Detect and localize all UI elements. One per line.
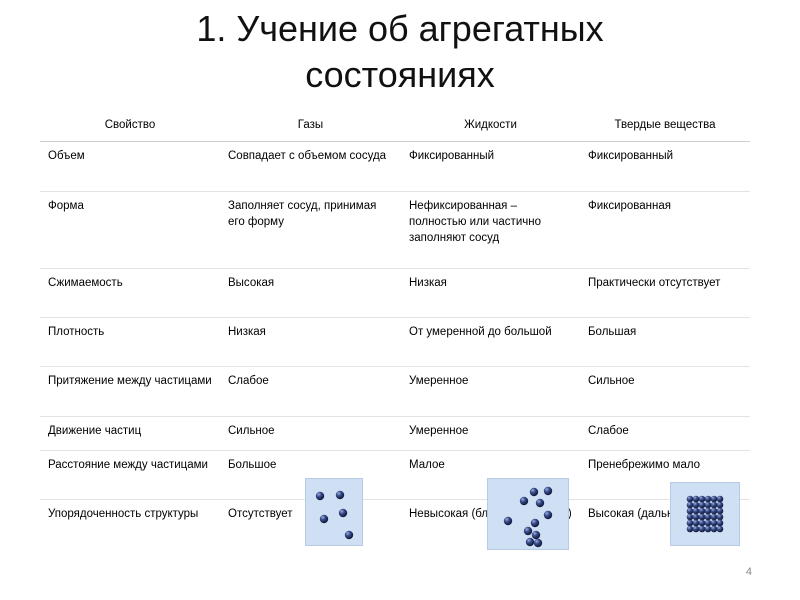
cell-gas: Отсутствует (228, 508, 293, 520)
lattice-particle (710, 513, 718, 521)
lattice-particle (710, 507, 718, 515)
lattice-particle (698, 501, 706, 509)
table-row: Сжимаемость Высокая Низкая Практически о… (40, 268, 750, 318)
cell-solid: Сильное (580, 366, 750, 417)
cell-liquid: Нефиксированная – полностью или частично… (401, 191, 580, 269)
lattice-particle (686, 519, 694, 527)
lattice-particle (692, 513, 700, 521)
lattice-particle (704, 507, 712, 515)
lattice-particle (692, 501, 700, 509)
cell-property: Притяжение между частицами (40, 366, 220, 417)
slide-title-line-2: состояниях (305, 54, 495, 95)
cell-gas: Слабое (220, 366, 401, 417)
cell-solid: Практически отсутствует (580, 268, 750, 318)
lattice-particle (710, 495, 718, 503)
lattice-particle (692, 525, 700, 533)
lattice-particle (686, 513, 694, 521)
lattice-particle (716, 513, 724, 521)
lattice-particle (692, 495, 700, 503)
slide-title: 1. Учение об агрегатных состояниях (0, 6, 800, 98)
header-gases: Газы (220, 109, 401, 142)
cell-solid: Большая (580, 317, 750, 367)
table-row: Упорядоченность структуры Отсутствует Не… (40, 500, 750, 547)
cell-gas: Высокая (220, 268, 401, 318)
cell-property: Объем (40, 141, 220, 192)
page-number: 4 (745, 566, 752, 578)
cell-liquid: От умеренной до большой (401, 317, 580, 367)
cell-property: Упорядоченность структуры (48, 508, 199, 520)
properties-table: Свойство Газы Жидкости Твердые вещества … (40, 109, 750, 546)
cell-property: Сжимаемость (40, 268, 220, 318)
lattice-particle (716, 519, 724, 527)
lattice-particle (704, 513, 712, 521)
lattice-particle (686, 501, 694, 509)
lattice-particle (698, 495, 706, 503)
lattice-particle (710, 519, 718, 527)
cell-liquid: Низкая (401, 268, 580, 318)
cell-solid: Фиксированный (580, 141, 750, 192)
lattice-particle (704, 525, 712, 533)
lattice-particle (692, 519, 700, 527)
gas-particles-icon (315, 490, 354, 540)
lattice-particle (698, 513, 706, 521)
liquid-particles-image (487, 478, 569, 550)
cell-solid: Фиксированная (580, 191, 750, 269)
lattice-particle (686, 495, 694, 503)
cell-property: Движение частиц (40, 416, 220, 451)
cell-gas: Заполняет сосуд, принимая его форму (220, 191, 401, 269)
header-liquids: Жидкости (401, 109, 580, 142)
lattice-particle (686, 507, 694, 515)
lattice-particle (692, 507, 700, 515)
liquid-particles-icon (503, 486, 553, 548)
table-header-row: Свойство Газы Жидкости Твердые вещества (40, 109, 750, 142)
cell-property: Форма (40, 191, 220, 269)
lattice-particle (698, 507, 706, 515)
table-row: Объем Совпадает с объемом сосуда Фиксиро… (40, 141, 750, 192)
lattice-particle (686, 525, 694, 533)
cell-liquid: Умеренное (401, 416, 580, 451)
cell-gas: Низкая (220, 317, 401, 367)
lattice-particle (698, 519, 706, 527)
table-row: Форма Заполняет сосуд, принимая его форм… (40, 191, 750, 269)
header-property: Свойство (40, 109, 220, 142)
cell-gas: Сильное (220, 416, 401, 451)
cell-gas: Совпадает с объемом сосуда (220, 141, 401, 192)
lattice-particle (698, 525, 706, 533)
table-row: Притяжение между частицами Слабое Умерен… (40, 366, 750, 417)
lattice-particle (716, 525, 724, 533)
lattice-particle (704, 519, 712, 527)
solid-particles-image (670, 482, 740, 546)
cell-property: Расстояние между частицами (40, 450, 220, 500)
lattice-particle (716, 507, 724, 515)
gas-particles-image (305, 478, 363, 546)
lattice-particle (704, 501, 712, 509)
solid-particles-icon (686, 495, 724, 533)
header-solids: Твердые вещества (580, 109, 750, 142)
table-row: Движение частиц Сильное Умеренное Слабое (40, 416, 750, 451)
lattice-particle (710, 525, 718, 533)
lattice-particle (704, 495, 712, 503)
cell-liquid: Фиксированный (401, 141, 580, 192)
table-row: Плотность Низкая От умеренной до большой… (40, 317, 750, 367)
cell-liquid: Умеренное (401, 366, 580, 417)
lattice-particle (716, 495, 724, 503)
lattice-particle (716, 501, 724, 509)
cell-property: Плотность (40, 317, 220, 367)
table-row: Расстояние между частицами Большое Малое… (40, 450, 750, 500)
lattice-particle (710, 501, 718, 509)
cell-solid: Слабое (580, 416, 750, 451)
slide-title-line-1: 1. Учение об агрегатных (196, 8, 604, 49)
